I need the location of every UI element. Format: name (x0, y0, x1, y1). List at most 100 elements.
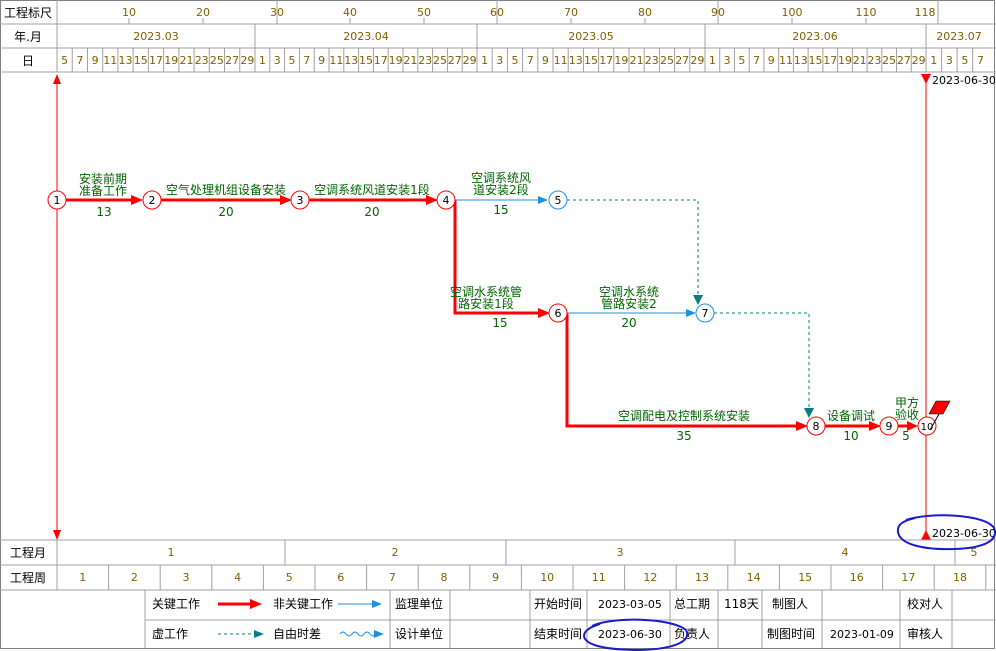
ruler-label: 工程标尺 (4, 5, 52, 20)
activity-4-label1: 空调系统风 (471, 171, 531, 185)
day-cell-mar-11: 11 (103, 54, 117, 67)
activity-5-label2: 路安装1段 (458, 296, 514, 311)
day-cell-may-7: 7 (527, 54, 534, 67)
activity-9-duration: 5 (902, 429, 910, 443)
node-4[interactable]: 4 (436, 190, 456, 210)
day-cell-apr-25: 25 (433, 54, 447, 67)
day-cell-mar-17: 17 (149, 54, 163, 67)
node-9[interactable]: 9 (879, 416, 899, 436)
project-week-11: 11 (592, 571, 606, 584)
node-5[interactable]: 5 (548, 190, 568, 210)
day-cell-mar-15: 15 (134, 54, 148, 67)
day-cell-mar-13: 13 (119, 54, 133, 67)
activity-5-duration: 15 (492, 316, 507, 330)
svg-text:4: 4 (443, 194, 450, 207)
day-cell-mar-25: 25 (210, 54, 224, 67)
activity-2-duration: 20 (218, 205, 233, 219)
day-cell-may-21: 21 (630, 54, 644, 67)
legend-noncritical-label: 非关键工作 (273, 597, 333, 611)
node-1[interactable]: 1 (47, 190, 67, 210)
day-cell-apr-11: 11 (329, 54, 343, 67)
day-cell-jun-21: 21 (853, 54, 867, 67)
node-3[interactable]: 3 (290, 190, 310, 210)
activity-1-duration: 13 (96, 205, 111, 219)
free-float-arrowheads (693, 295, 814, 418)
activity-7-duration: 35 (676, 429, 691, 443)
day-cell-jun-7: 7 (753, 54, 760, 67)
node-10[interactable]: 10 (917, 416, 937, 436)
total-duration-value: 118天 (724, 597, 759, 611)
activity-1-label1: 安装前期 (79, 171, 127, 186)
end-time-value: 2023-06-30 (598, 628, 662, 641)
project-month-5: 5 (971, 546, 978, 559)
project-week-9: 9 (492, 571, 499, 584)
node-6[interactable]: 6 (548, 303, 568, 323)
start-time-value: 2023-03-05 (598, 598, 662, 611)
start-time-label: 开始时间 (534, 597, 582, 611)
activity-6-duration: 20 (621, 316, 636, 330)
day-cell-jul-1: 1 (930, 54, 937, 67)
ruler-tick-10: 10 (122, 6, 136, 19)
day-cell-jun-19: 19 (838, 54, 852, 67)
day-cell-may-19: 19 (614, 54, 628, 67)
day-cell-jun-1: 1 (709, 54, 716, 67)
month-2023-05: 2023.05 (568, 30, 614, 43)
ruler-tick-90: 90 (711, 6, 725, 19)
node-8[interactable]: 8 (806, 416, 826, 436)
end-date-top: 2023-06-30 (932, 74, 996, 87)
header: 工程标尺 年.月 日 10 20 30 40 50 60 70 80 (0, 0, 996, 73)
ruler-tick-20: 20 (196, 6, 210, 19)
noncritical-arrowheads (538, 196, 696, 317)
day-cell-jun-3: 3 (724, 54, 731, 67)
day-cell-mar-5: 5 (61, 54, 68, 67)
project-week-17: 17 (901, 571, 915, 584)
day-cell-mar-7: 7 (76, 54, 83, 67)
day-cell-may-3: 3 (496, 54, 503, 67)
month-2023-06: 2023.06 (792, 30, 838, 43)
day-cell-may-9: 9 (542, 54, 549, 67)
day-cell-jun-29: 29 (912, 54, 926, 67)
project-week-6: 6 (337, 571, 344, 584)
ruler-tick-40: 40 (343, 6, 357, 19)
day-cell-apr-21: 21 (403, 54, 417, 67)
month-label: 年.月 (14, 30, 42, 44)
day-cell-apr-29: 29 (463, 54, 477, 67)
day-cell-jun-11: 11 (779, 54, 793, 67)
day-cell-may-15: 15 (584, 54, 598, 67)
day-cell-jul-3: 3 (946, 54, 953, 67)
day-cell-jun-25: 25 (882, 54, 896, 67)
node-7[interactable]: 7 (695, 303, 715, 323)
day-cell-apr-13: 13 (344, 54, 358, 67)
day-cell-may-1: 1 (481, 54, 488, 67)
finish-flag-icon (928, 400, 951, 431)
month-2023-03: 2023.03 (133, 30, 179, 43)
total-duration-label: 总工期 (674, 597, 710, 611)
activity-3-label: 空调系统风道安装1段 (314, 182, 430, 197)
activity-3-duration: 20 (364, 205, 379, 219)
legend-noncritical-arrow-icon (338, 600, 382, 608)
project-week-8: 8 (441, 571, 448, 584)
time-boundaries: 2023-06-30 2023-06-30 (53, 74, 996, 540)
ruler-tick-70: 70 (564, 6, 578, 19)
day-cell-mar-27: 27 (225, 54, 239, 67)
svg-text:1: 1 (54, 194, 61, 207)
project-week-12: 12 (643, 571, 657, 584)
day-cell-may-29: 29 (690, 54, 704, 67)
highlight-end-date (896, 514, 996, 551)
svg-text:9: 9 (886, 420, 893, 433)
owner-label: 负责人 (674, 627, 710, 641)
activity-labels: 安装前期 准备工作 13 空气处理机组设备安装 20 空调系统风道安装1段 20… (79, 171, 919, 443)
critical-path (66, 198, 909, 428)
node-2[interactable]: 2 (142, 190, 162, 210)
activity-9-label2: 验收 (895, 407, 919, 422)
ruler-tick-50: 50 (417, 6, 431, 19)
activity-6-label2: 管路安装2 (601, 296, 657, 311)
activity-8-duration: 10 (843, 429, 858, 443)
day-cell-apr-3: 3 (274, 54, 281, 67)
day-cell-jun-15: 15 (809, 54, 823, 67)
project-week-1: 1 (79, 571, 86, 584)
project-month-1: 1 (168, 546, 175, 559)
project-week-2: 2 (131, 571, 138, 584)
